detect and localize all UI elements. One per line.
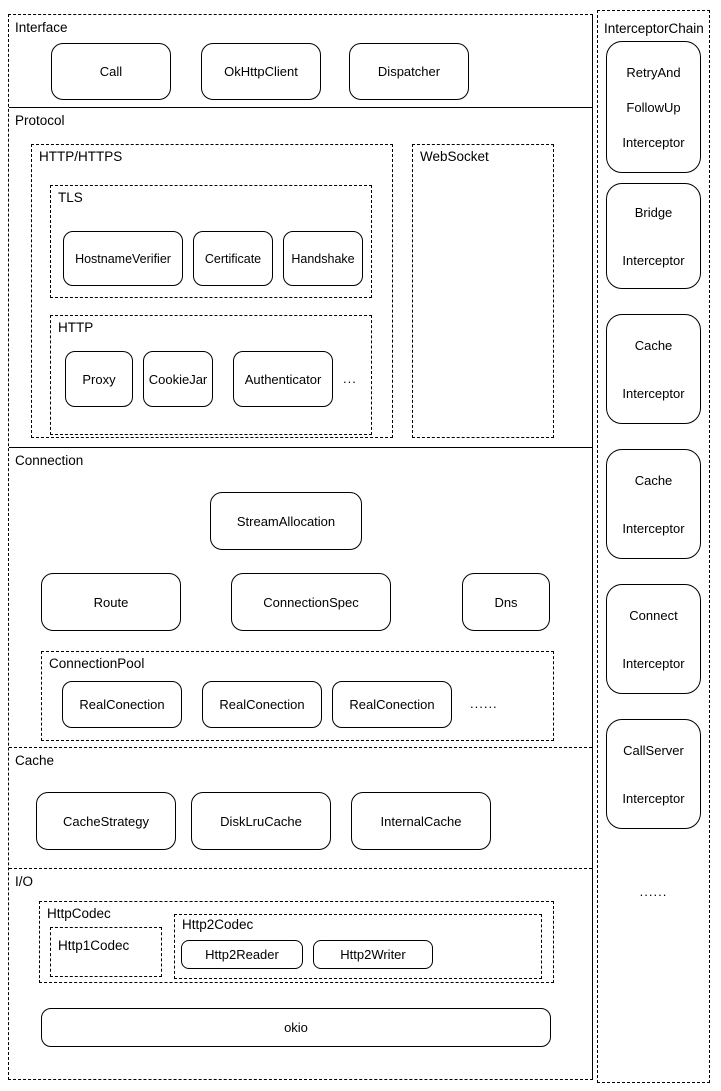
- section-interface: Interface Call OkHttpClient Dispatcher: [9, 15, 592, 108]
- node-route: Route: [41, 573, 181, 631]
- node-line: CallServer: [623, 742, 684, 758]
- node-cache-interceptor-2: Cache Interceptor: [606, 449, 701, 559]
- group-httpcodec-label: HttpCodec: [47, 906, 111, 921]
- node-okio: okio: [41, 1008, 551, 1047]
- node-line: Interceptor: [622, 385, 685, 401]
- node-proxy: Proxy: [65, 351, 133, 407]
- node-streamallocation: StreamAllocation: [210, 492, 362, 550]
- node-line: Interceptor: [622, 520, 685, 536]
- node-line: Cache: [634, 337, 673, 353]
- group-http2codec: Http2Codec Http2Reader Http2Writer: [174, 914, 542, 979]
- node-realconection-1: RealConection: [62, 681, 182, 728]
- interceptor-chain-label: InterceptorChain: [604, 21, 704, 36]
- group-http: HTTP Proxy CookieJar Authenticator ...: [50, 315, 372, 435]
- group-tls-label: TLS: [58, 190, 83, 205]
- http-ellipsis: ...: [343, 371, 357, 386]
- node-cachestrategy: CacheStrategy: [36, 792, 176, 850]
- node-cookiejar: CookieJar: [143, 351, 213, 407]
- node-realconection-3: RealConection: [332, 681, 452, 728]
- node-call: Call: [51, 43, 171, 100]
- section-cache-label: Cache: [15, 753, 55, 768]
- node-authenticator: Authenticator: [233, 351, 333, 407]
- node-retryandfollowup-interceptor: RetryAnd FollowUp Interceptor: [606, 41, 701, 173]
- node-bridge-interceptor: Bridge Interceptor: [606, 183, 701, 289]
- group-connectionpool: ConnectionPool RealConection RealConecti…: [41, 651, 554, 741]
- node-connect-interceptor: Connect Interceptor: [606, 584, 701, 694]
- okhttp-architecture-panel: Interface Call OkHttpClient Dispatcher P…: [8, 14, 593, 1080]
- node-realconection-2: RealConection: [202, 681, 322, 728]
- node-line: Interceptor: [622, 252, 685, 268]
- section-protocol-label: Protocol: [15, 113, 65, 128]
- node-http2writer: Http2Writer: [313, 940, 433, 969]
- section-cache: Cache CacheStrategy DiskLruCache Interna…: [9, 748, 592, 869]
- node-dispatcher: Dispatcher: [349, 43, 469, 100]
- section-io: I/O HttpCodec Http1Codec Http2Codec Http…: [9, 869, 592, 1079]
- section-connection: Connection StreamAllocation Route Connec…: [9, 448, 592, 748]
- node-line: Connect: [629, 607, 678, 623]
- group-http1codec: Http1Codec: [50, 927, 162, 977]
- node-line: Cache: [634, 472, 673, 488]
- section-interface-label: Interface: [15, 20, 68, 35]
- connectionpool-ellipsis: ......: [470, 696, 498, 711]
- node-line: FollowUp: [626, 99, 681, 115]
- node-okhttpclient: OkHttpClient: [201, 43, 321, 100]
- section-io-label: I/O: [15, 874, 34, 889]
- group-connectionpool-label: ConnectionPool: [49, 656, 145, 671]
- node-line: Interceptor: [622, 655, 685, 671]
- interceptor-chain-panel: InterceptorChain RetryAnd FollowUp Inter…: [597, 10, 710, 1083]
- node-certificate: Certificate: [193, 231, 273, 286]
- group-http1codec-label: Http1Codec: [58, 938, 130, 953]
- group-http-label: HTTP: [58, 320, 94, 335]
- node-connectionspec: ConnectionSpec: [231, 573, 391, 631]
- node-line: Bridge: [634, 204, 673, 220]
- node-http2reader: Http2Reader: [181, 940, 303, 969]
- group-http-https: HTTP/HTTPS TLS HostnameVerifier Certific…: [31, 144, 393, 438]
- node-callserver-interceptor: CallServer Interceptor: [606, 719, 701, 829]
- node-internalcache: InternalCache: [351, 792, 491, 850]
- node-handshake: Handshake: [283, 231, 363, 286]
- node-hostnameverifier: HostnameVerifier: [63, 231, 183, 286]
- node-dns: Dns: [462, 573, 550, 631]
- group-httpcodec: HttpCodec Http1Codec Http2Codec Http2Rea…: [39, 901, 554, 983]
- section-protocol: Protocol HTTP/HTTPS TLS HostnameVerifier…: [9, 108, 592, 448]
- interceptor-chain-ellipsis: ......: [639, 884, 668, 899]
- group-http2codec-label: Http2Codec: [182, 917, 254, 932]
- group-websocket: WebSocket: [412, 144, 554, 438]
- node-line: RetryAnd: [626, 64, 681, 80]
- group-websocket-label: WebSocket: [420, 149, 489, 164]
- section-connection-label: Connection: [15, 453, 84, 468]
- node-line: Interceptor: [622, 790, 685, 806]
- node-line: Interceptor: [622, 134, 685, 150]
- node-disklrucache: DiskLruCache: [191, 792, 331, 850]
- group-tls: TLS HostnameVerifier Certificate Handsha…: [50, 185, 372, 298]
- group-http-https-label: HTTP/HTTPS: [39, 149, 123, 164]
- node-cache-interceptor-1: Cache Interceptor: [606, 314, 701, 424]
